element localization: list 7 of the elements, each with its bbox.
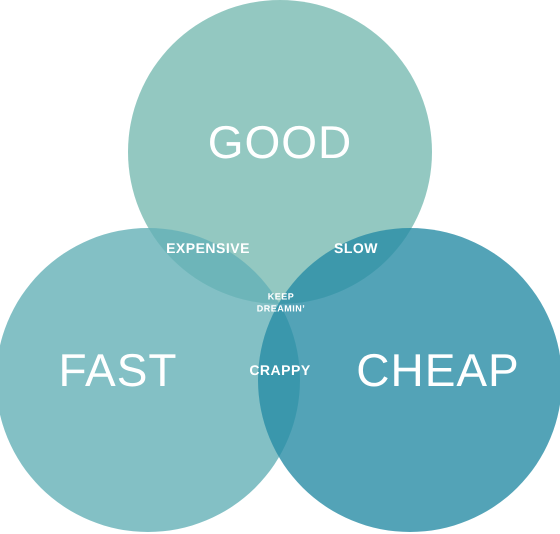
- overlap-label: SLOW: [334, 240, 378, 256]
- overlap-label: EXPENSIVE: [166, 240, 250, 256]
- overlap-label: KEEP DREAMIN’: [256, 291, 306, 315]
- circle-label: CHEAP: [356, 343, 520, 397]
- circle-label: GOOD: [208, 115, 352, 169]
- circle-label: FAST: [58, 343, 178, 397]
- overlap-label: CRAPPY: [249, 362, 311, 378]
